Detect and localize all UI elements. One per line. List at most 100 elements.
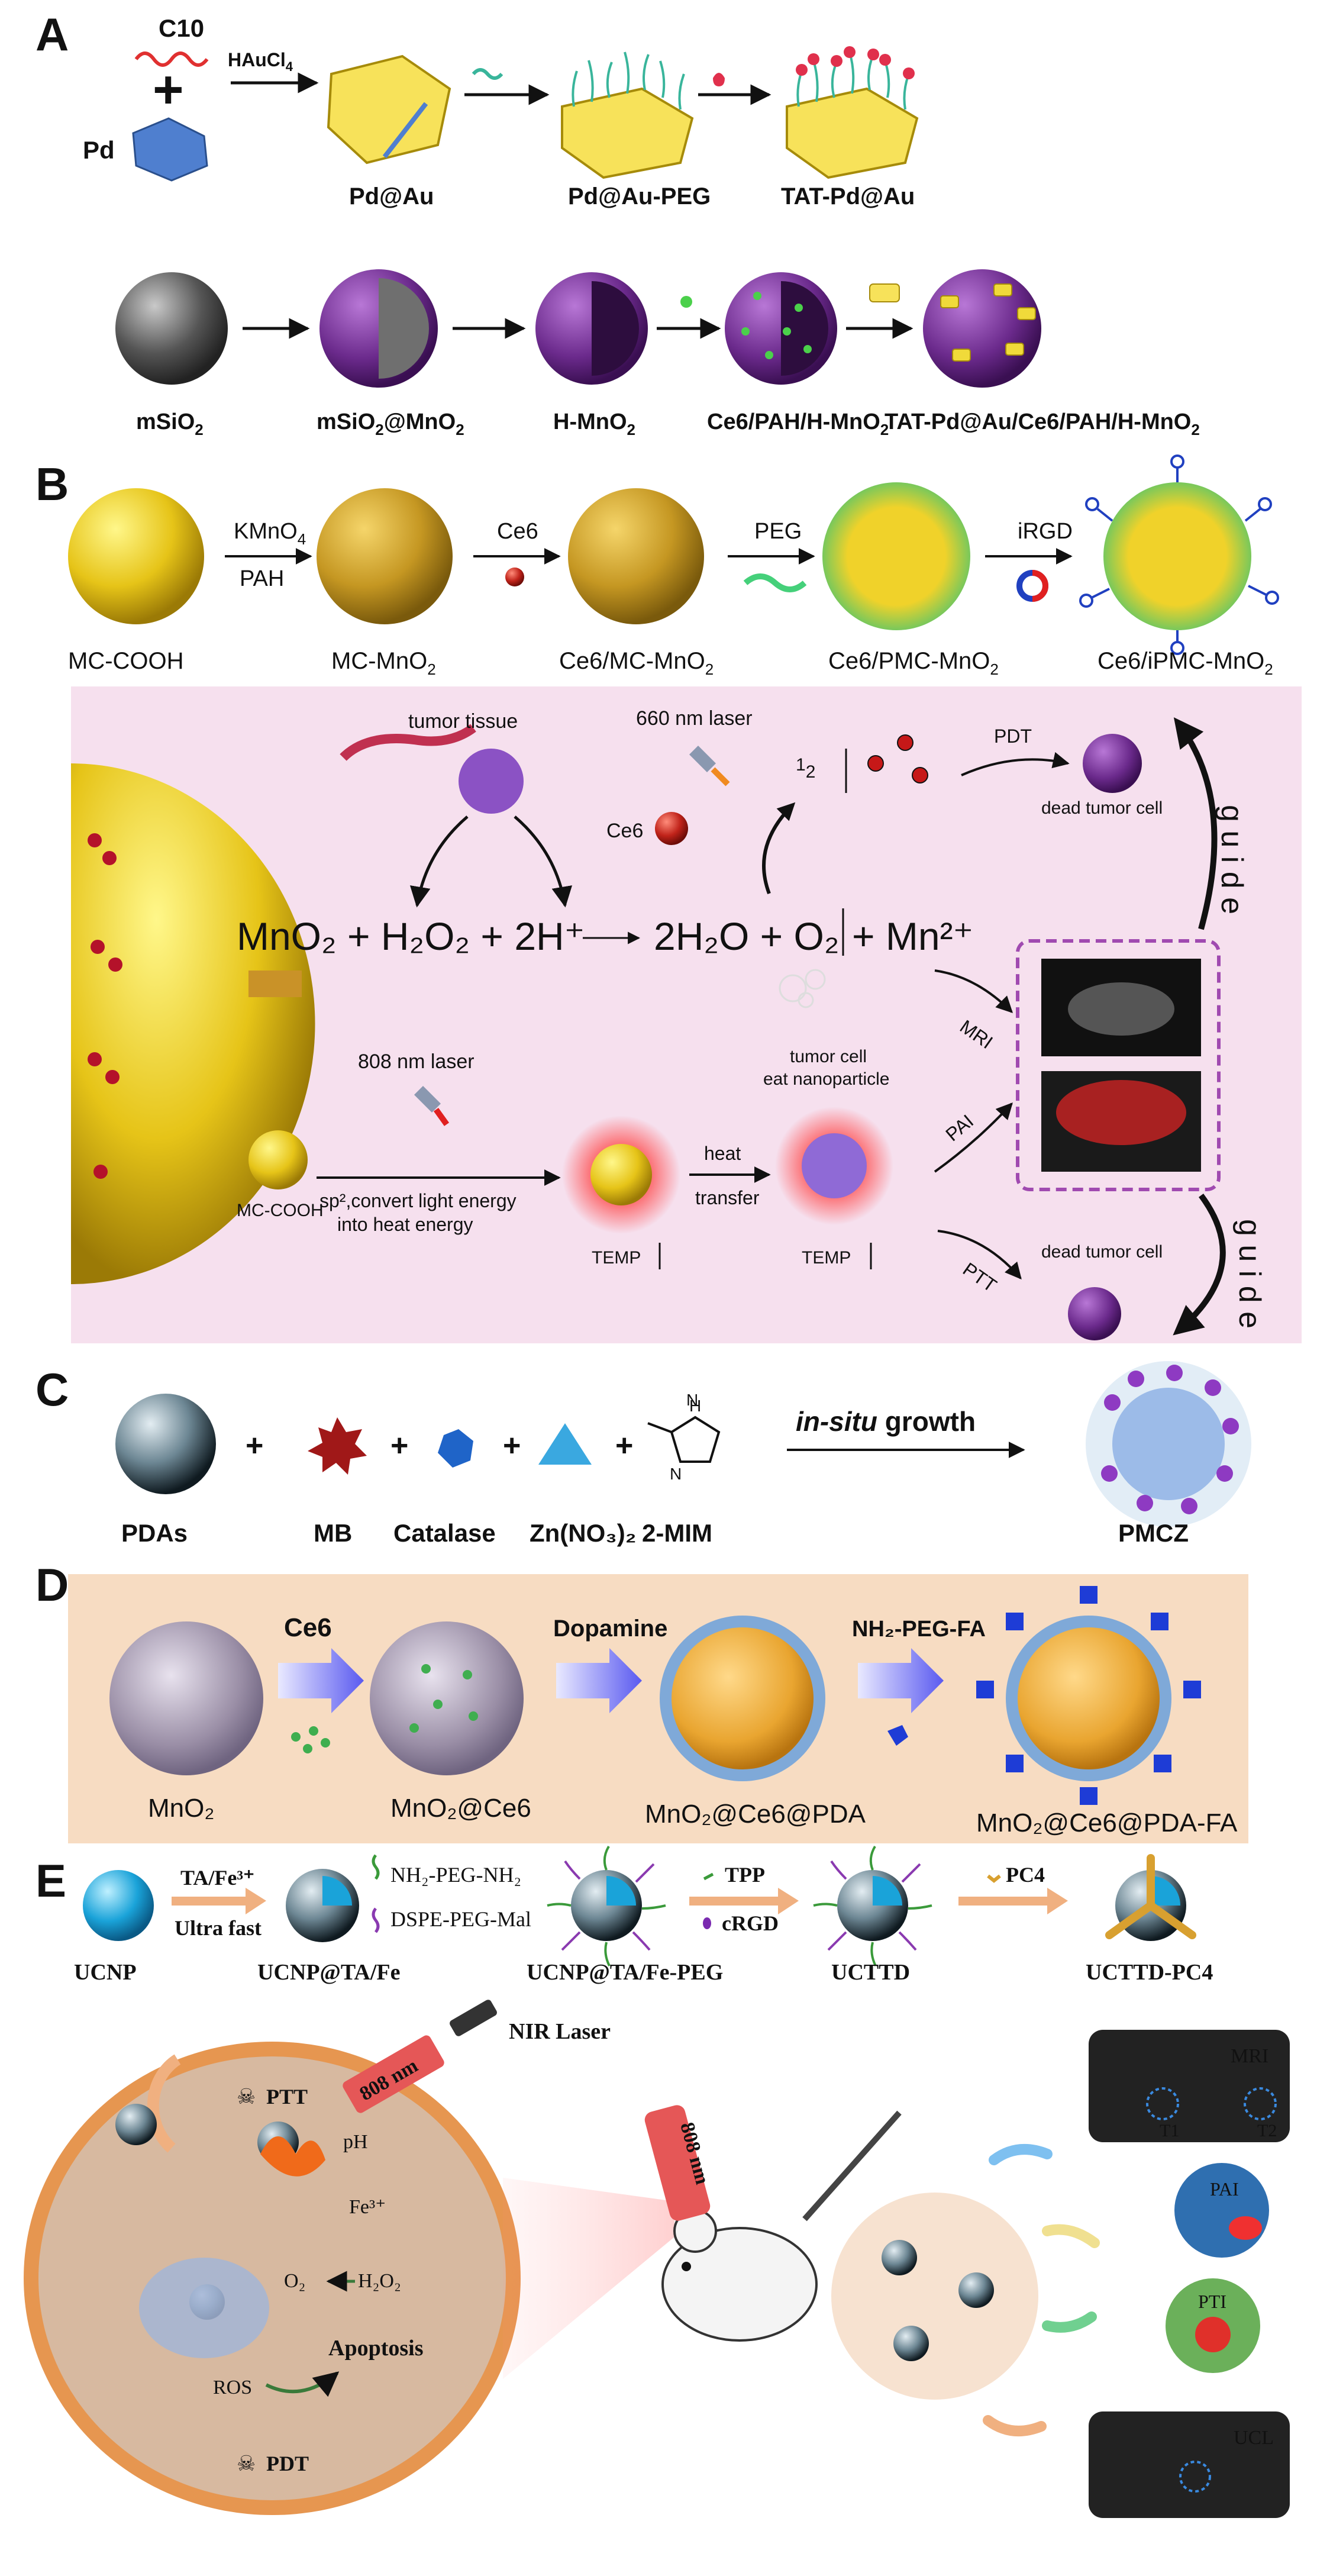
arrow-d2 xyxy=(556,1648,642,1713)
laser-660-label: 660 nm laser xyxy=(636,707,753,730)
nir-laser-label: NIR Laser xyxy=(509,2019,611,2044)
h-mno2-hollow xyxy=(592,281,639,376)
laser-808-mouse xyxy=(644,2105,711,2221)
ce6-pah-h-mno2-label: Ce6/PAH/H-MnO2 xyxy=(707,410,889,439)
skull-icon-ptt: ☠ xyxy=(237,2084,256,2108)
panel-c-letter: C xyxy=(35,1363,69,1416)
final-composite-sphere xyxy=(923,269,1041,388)
imaging-box xyxy=(1016,939,1221,1191)
guide-arrow-bottom xyxy=(1173,1194,1226,1336)
fa-ligands xyxy=(976,1586,1201,1805)
pmcz-label: PMCZ xyxy=(1118,1519,1189,1547)
ce6-mc-mno2-label: Ce6/MC-MnO2 xyxy=(559,648,714,678)
final-composite-label: TAT-Pd@Au/Ce6/PAH/H-MnO2 xyxy=(885,410,1200,439)
ta-fe-label: TA/Fe³⁺ xyxy=(180,1866,254,1890)
tumor-tissue-icon xyxy=(459,749,524,814)
dead-tumor-cell-bottom xyxy=(1068,1287,1121,1340)
mouse-body xyxy=(661,2227,818,2342)
guide-arrow-top xyxy=(1173,717,1218,930)
peg-chain-icon xyxy=(472,68,503,80)
ucttd-corona xyxy=(813,1845,932,1966)
nh2-peg-nh2-label: NH₂-PEG-NH₂ xyxy=(390,1863,521,1887)
ce6-ipmc-mno2-label: Ce6/iPMC-MnO2 xyxy=(1098,648,1273,678)
panel-d: D MnO₂ Ce6 MnO₂@Ce6 Dopamine MnO₂@Ce6@PD… xyxy=(35,1559,1248,1843)
t1-roi xyxy=(1146,2087,1179,2120)
pdas-label: PDAs xyxy=(121,1519,188,1547)
haucl4-label: HAuCl4 xyxy=(228,49,293,74)
heat-label: heat xyxy=(704,1143,741,1164)
circulating-nanoparticles xyxy=(882,2240,994,2361)
mc-cooh-small-label: MC-COOH xyxy=(237,1201,324,1220)
panel-b-letter: B xyxy=(35,458,69,510)
zn-no3-label: Zn(NO₃)₂ xyxy=(530,1519,636,1547)
peg-core-cutaway xyxy=(606,1876,636,1906)
mouse-eye xyxy=(682,2262,691,2271)
pai-hotspot xyxy=(1229,2216,1262,2240)
msio2-core-cutaway xyxy=(379,278,429,379)
c10-chain xyxy=(134,51,209,67)
ce6-label-d: Ce6 xyxy=(284,1613,332,1642)
skull-icon-pdt: ☠ xyxy=(237,2451,256,2475)
ucttd-label: UCTTD xyxy=(831,1960,910,1985)
ucttd-pc4-label: UCTTD-PC4 xyxy=(1086,1960,1213,1985)
large-particle-pores xyxy=(88,833,122,1179)
irgd-step-label: iRGD xyxy=(1018,519,1073,544)
singlet-oxygen: 12 xyxy=(796,755,815,782)
mno2-ce6-pda-fa-core xyxy=(1018,1627,1160,1769)
crgd-label: cRGD xyxy=(722,1911,779,1935)
mno2-ce6-pda-fa-label: MnO₂@Ce6@PDA-FA xyxy=(976,1808,1238,1837)
signal-arcs xyxy=(983,2144,1100,2436)
mno2-ce6-sphere xyxy=(370,1621,524,1775)
ros-label-e: ROS xyxy=(213,2377,252,2398)
dspe-label: DSPE-PEG-Mal xyxy=(390,1907,531,1931)
tumor-eat-1: tumor cell xyxy=(790,1047,867,1066)
reaction-right: 2H₂O + O₂ xyxy=(654,914,840,958)
peg-corona xyxy=(547,1845,666,1966)
plus-sign: + xyxy=(153,60,184,120)
guide-text-bottom: g u i d e xyxy=(1232,1219,1267,1329)
mc-cooh-small xyxy=(248,1130,308,1189)
pmcz-attached-mb xyxy=(1101,1365,1239,1514)
ce6-pmc-mno2-label: Ce6/PMC-MnO2 xyxy=(828,648,999,678)
nh2-peg-icon xyxy=(372,1854,380,1880)
sp2-line1: sp²,convert light energy xyxy=(319,1190,517,1211)
mno2-ce6-pda-label: MnO₂@Ce6@PDA xyxy=(645,1800,866,1829)
tat-brush xyxy=(796,46,915,110)
plus-c2: + xyxy=(390,1429,408,1463)
arrow-mri xyxy=(934,969,1013,1013)
laser-660-beam xyxy=(711,767,730,786)
mri-label-e: MRI xyxy=(1231,2045,1268,2067)
peg-chain-icon-b xyxy=(743,573,807,592)
panel-b: B MC-COOH KMnO4 PAH MC-MnO2 Ce6 Ce6/MC-M… xyxy=(35,454,1302,1343)
mri-bubble xyxy=(1089,2030,1290,2142)
arrow-tumor-hplus xyxy=(514,815,573,908)
tat-pd-au-particle xyxy=(786,87,919,179)
temp-label-1: TEMP xyxy=(592,1248,641,1268)
panel-e-letter: E xyxy=(35,1855,66,1907)
mc-mno2-sphere xyxy=(317,488,453,624)
mri-tissue xyxy=(1068,982,1174,1036)
pai-signal xyxy=(1056,1080,1186,1145)
reaction-left: MnO₂ + H₂O₂ + 2H⁺ xyxy=(237,914,585,958)
arrow-ros-apoptosis xyxy=(265,2371,340,2397)
catalase-label: Catalase xyxy=(393,1519,496,1547)
pdt-label-b: PDT xyxy=(994,726,1032,747)
ph-label: pH xyxy=(343,2131,368,2153)
ce6-step-label: Ce6 xyxy=(497,519,538,544)
fa-ligand-icon xyxy=(887,1725,908,1746)
dead-tumor-cell-bottom-label: dead tumor cell xyxy=(1041,1242,1163,1262)
2mim-label: 2-MIM xyxy=(642,1519,712,1547)
ros-stars xyxy=(867,734,928,784)
mc-mno2-label: MC-MnO2 xyxy=(331,648,436,678)
ucl-roi xyxy=(1179,2461,1211,2493)
mno2-label: MnO₂ xyxy=(148,1794,214,1823)
mno2-sheet-icon xyxy=(248,971,302,997)
pai-bubble xyxy=(1174,2163,1269,2258)
ucnp-sphere xyxy=(83,1870,154,1941)
arrow-pdt xyxy=(961,752,1070,776)
syringe-icon xyxy=(802,2110,902,2222)
fe3-label-e: Fe³⁺ xyxy=(349,2196,386,2218)
dead-tumor-cell-top xyxy=(1083,734,1142,793)
arrow-tumor-h2o2 xyxy=(409,815,469,908)
pc4-label: PC4 xyxy=(1006,1863,1045,1887)
